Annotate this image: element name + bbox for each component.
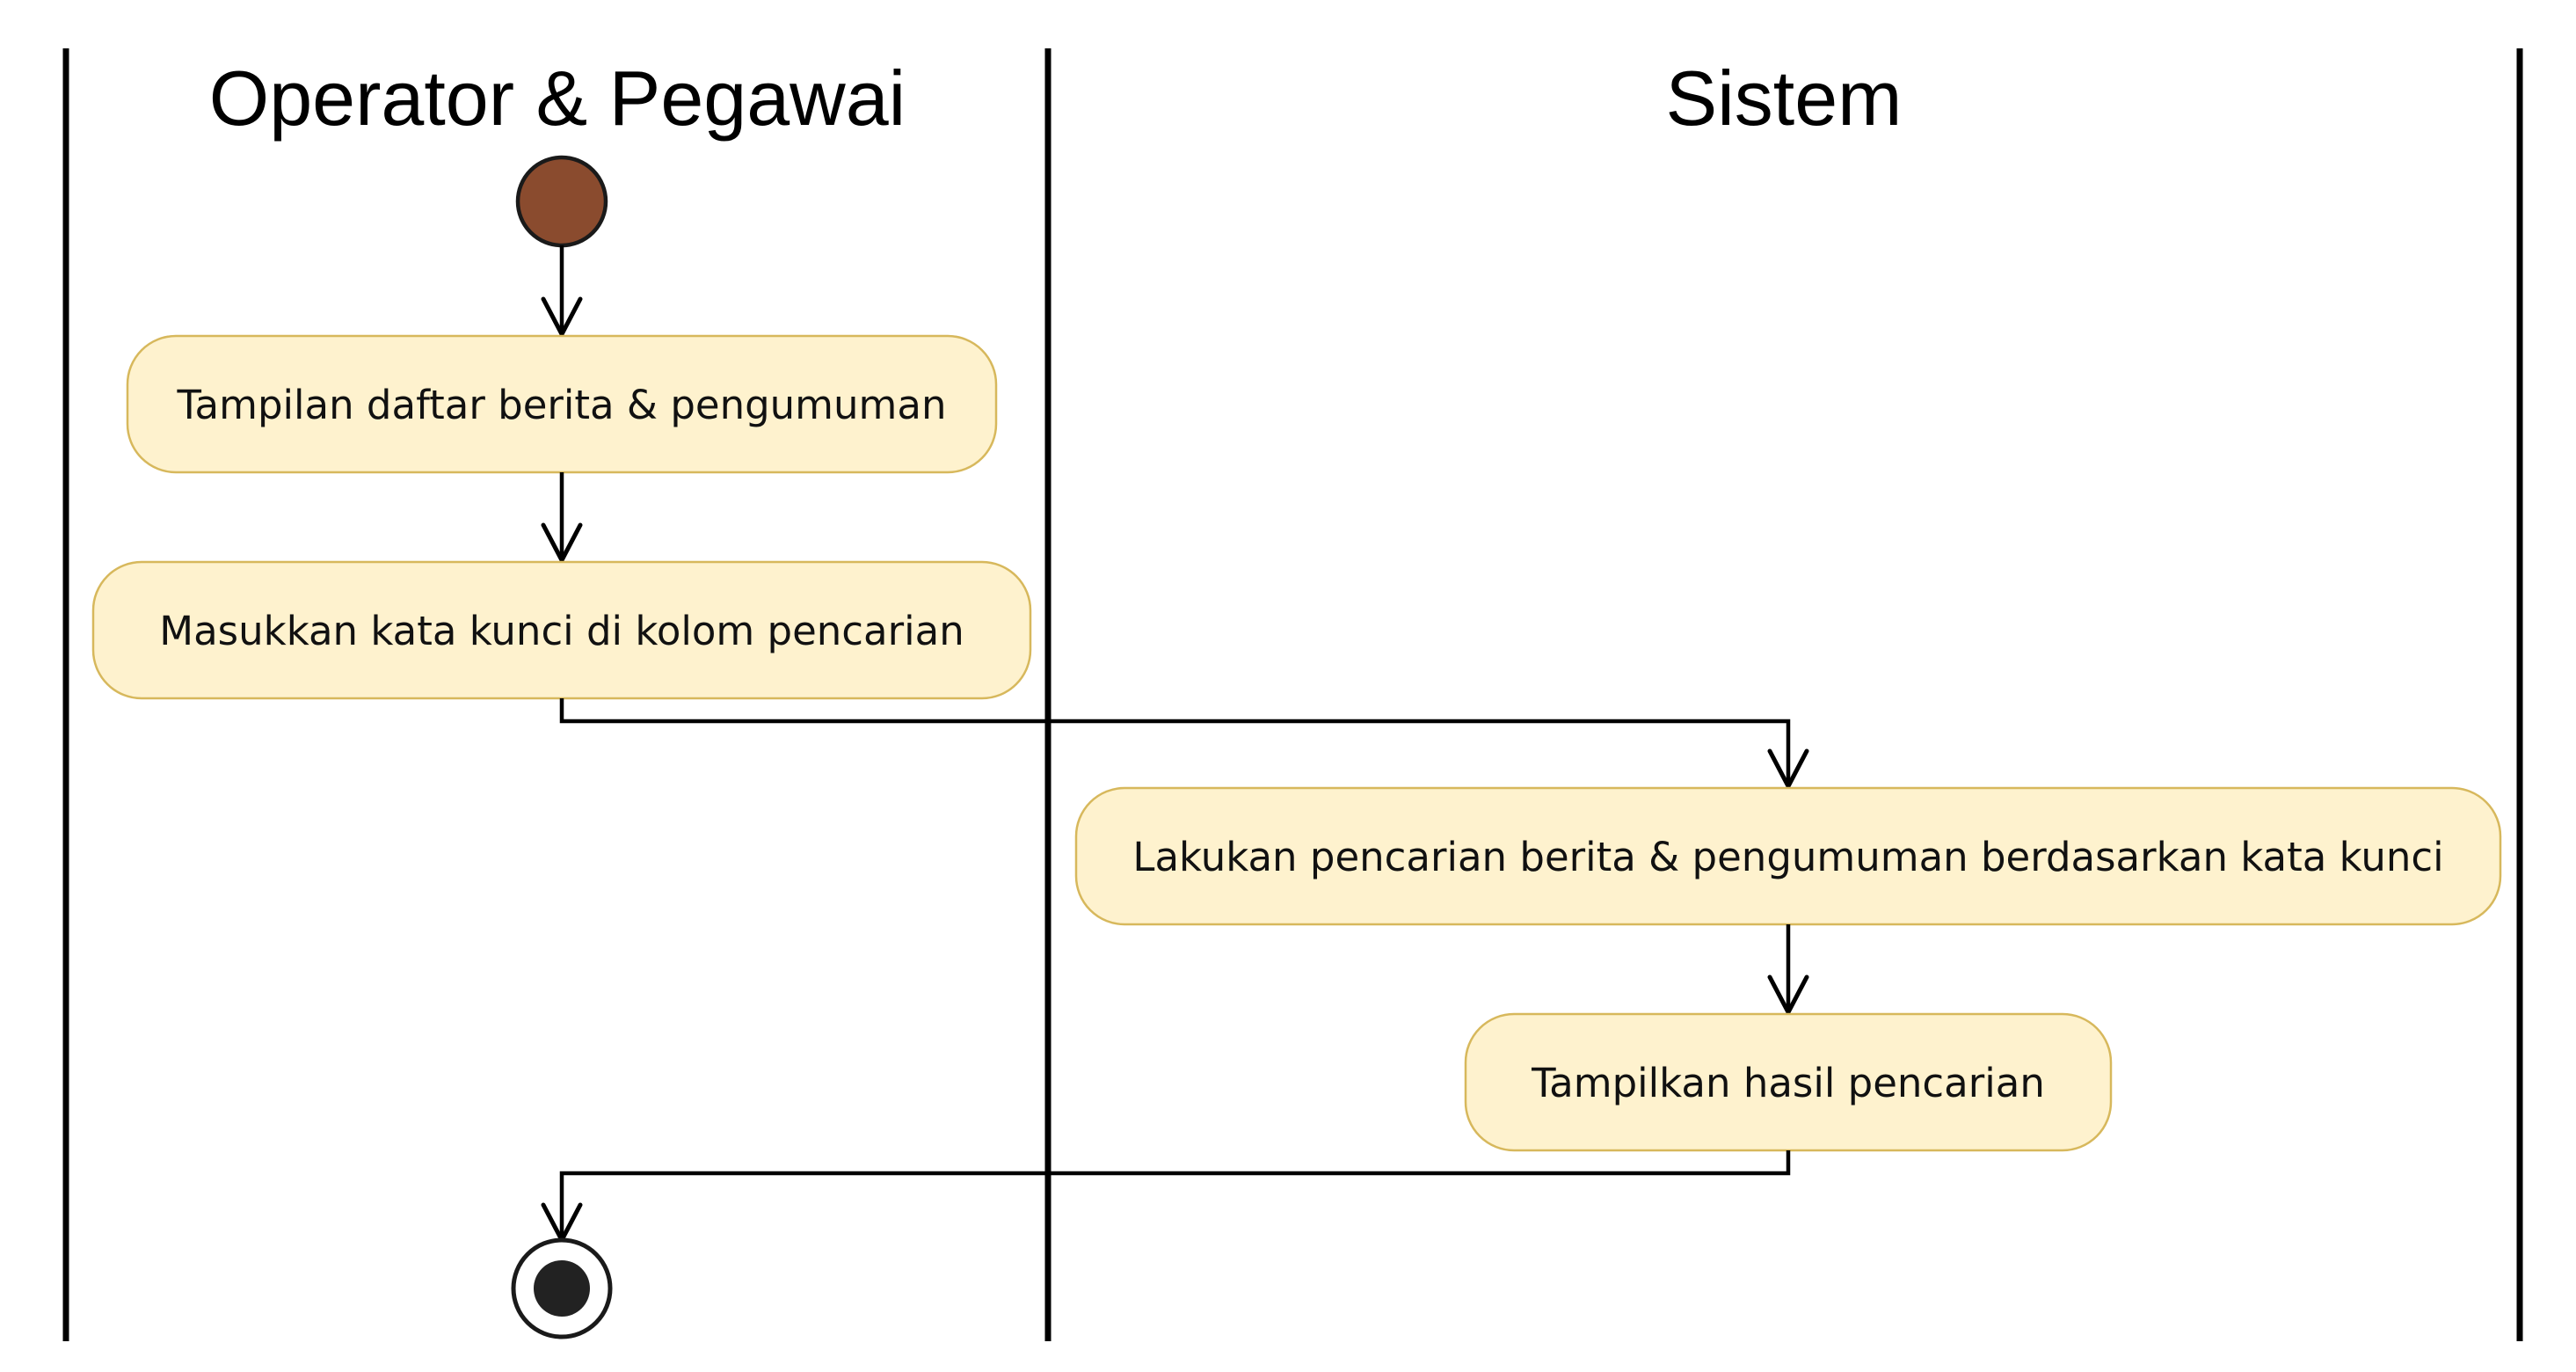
arrowhead-action-1	[541, 296, 583, 337]
action-display-news-list-label: Tampilan daftar berita & pengumuman	[177, 382, 947, 428]
arrowhead-action-2	[541, 522, 583, 563]
swimlane-title-sistem: Sistem	[1666, 55, 1903, 142]
final-node	[534, 1260, 590, 1317]
action-search-by-keyword-label: Lakukan pencarian berita & pengumuman be…	[1132, 834, 2443, 880]
initial-node	[515, 155, 608, 248]
action-enter-keyword-label: Masukkan kata kunci di kolom pencarian	[159, 608, 964, 654]
flow-action-4-to-end	[559, 1150, 1791, 1240]
arrowhead-action-4	[1767, 974, 1809, 1015]
swimlane-title-operator: Operator & Pegawai	[209, 55, 906, 142]
arrowhead-action-3	[1767, 748, 1809, 789]
flow-action-2-to-action-3	[559, 698, 1791, 786]
action-show-results-label: Tampilkan hasil pencarian	[1531, 1060, 2045, 1106]
